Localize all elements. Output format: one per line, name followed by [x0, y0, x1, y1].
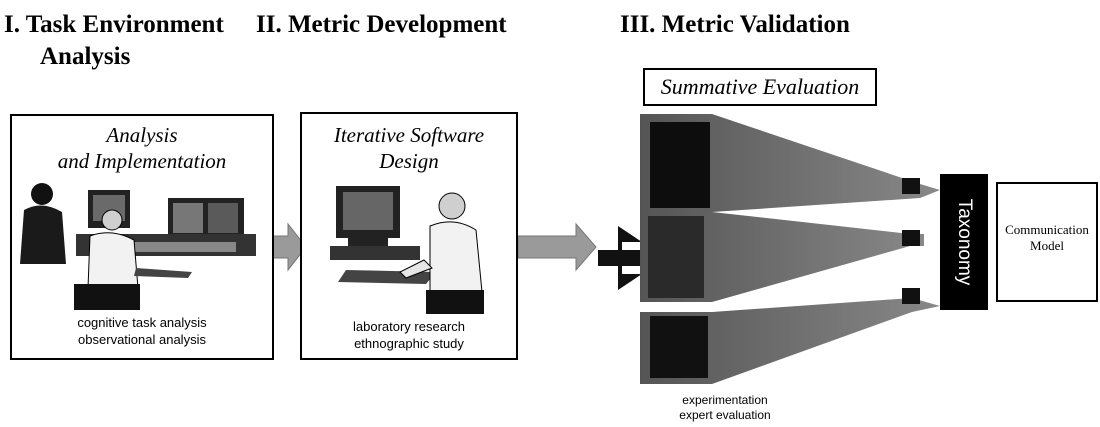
software-design-illustration [330, 186, 484, 314]
taxonomy-block: Taxonomy [940, 174, 988, 310]
phase-2-heading: II. Metric Development [256, 11, 507, 38]
split-arrow-icon [598, 226, 646, 290]
panel2-title-line2: Design [379, 149, 439, 173]
model-label-line2: Model [1030, 238, 1064, 253]
validation-caption-line2: expert evaluation [679, 408, 771, 422]
phase-1-heading: I. Task Environment [4, 11, 224, 38]
arrow-panel2-to-validation [517, 222, 597, 272]
validation-caption-line1: experimentation [682, 393, 768, 407]
bottom-evaluation-box [650, 316, 708, 378]
panel2-caption-line2: ethnographic study [354, 336, 464, 351]
taxonomy-label: Taxonomy [954, 198, 975, 286]
summative-evaluation-label: Summative Evaluation [643, 68, 877, 106]
phase-1-heading-line2: Analysis [40, 43, 131, 70]
analysis-implementation-panel: Analysis and Implementation cognitive ta… [10, 114, 274, 360]
panel1-caption-line2: observational analysis [78, 332, 206, 347]
iterative-software-design-panel: Iterative Software Design laboratory res… [300, 112, 518, 360]
phase-3-heading: III. Metric Validation [620, 11, 850, 38]
validation-funnels [640, 114, 940, 384]
workstation-scene-illustration [20, 183, 256, 310]
panel1-caption-line1: cognitive task analysis [77, 315, 207, 330]
panel1-title-line2: and Implementation [57, 149, 227, 173]
validation-caption: experimentation expert evaluation [660, 393, 790, 423]
panel2-title-line1: Iterative Software [333, 123, 485, 147]
panel2-caption-line1: laboratory research [353, 319, 465, 334]
top-evaluation-box [650, 122, 710, 208]
model-label-line1: Communication [1005, 222, 1089, 237]
panel1-title-line1: Analysis [106, 123, 178, 147]
middle-evaluation-box [648, 216, 704, 298]
communication-model-box: Communication Model [996, 182, 1098, 302]
